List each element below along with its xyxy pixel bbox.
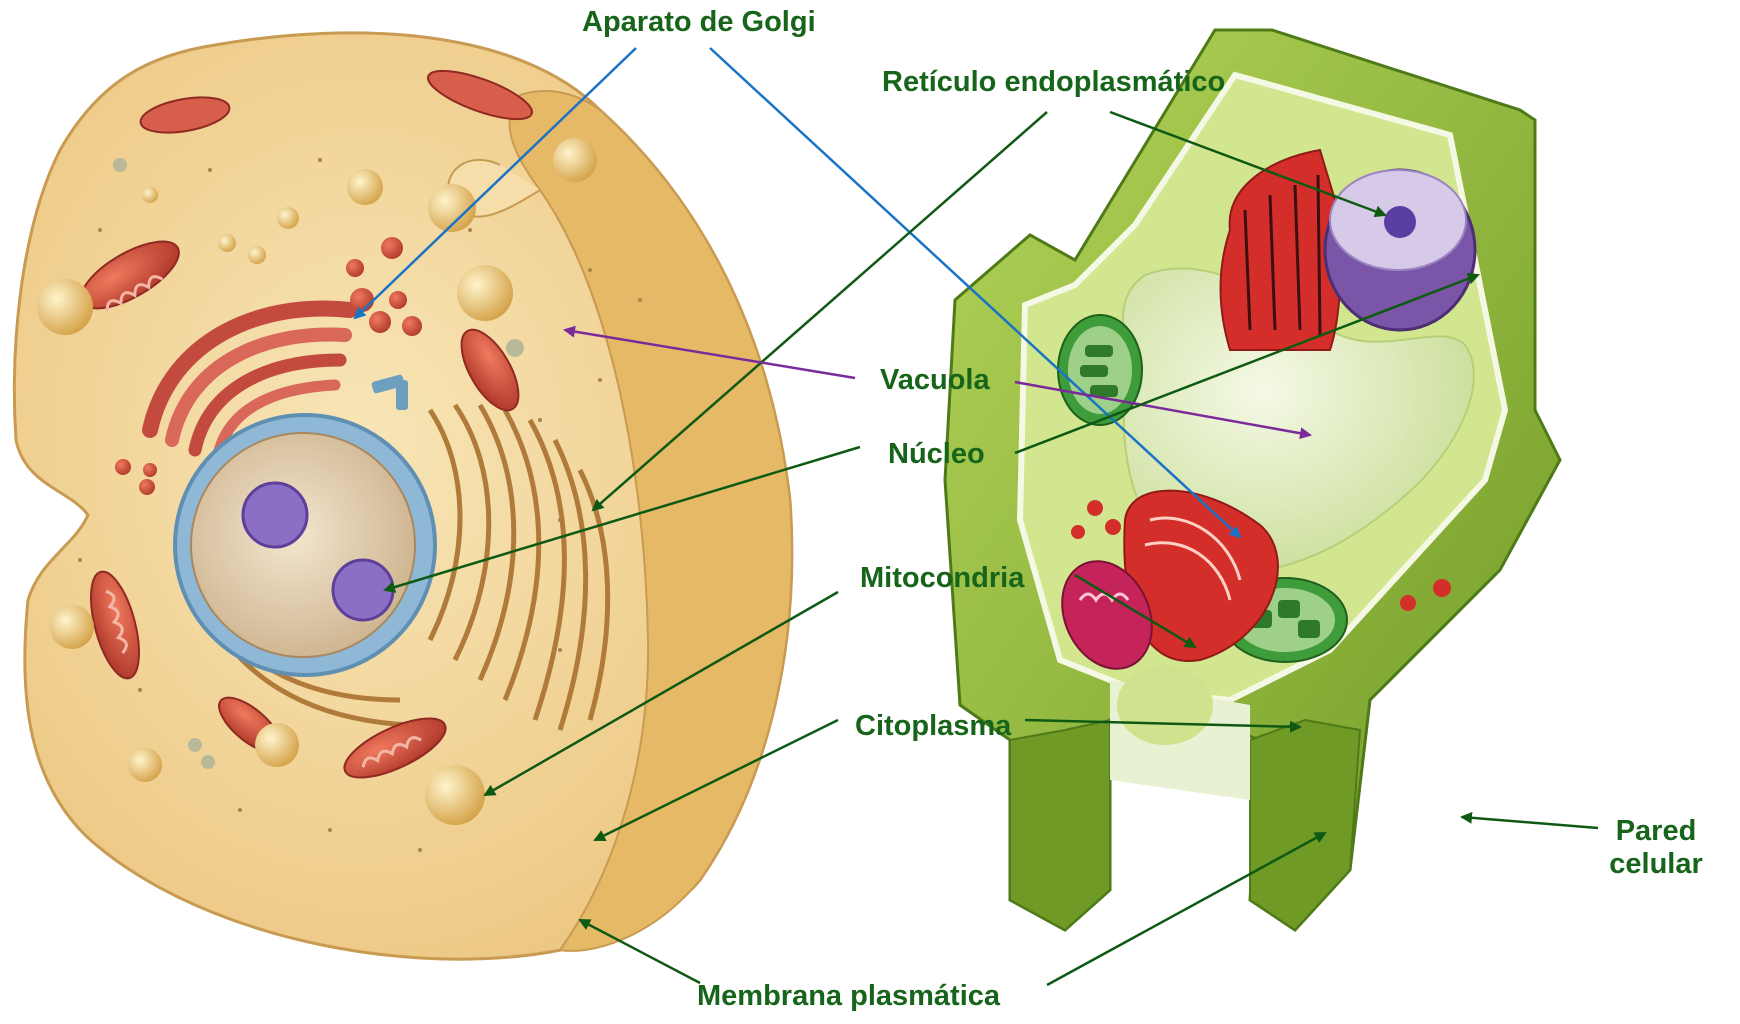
label-pared-line2: celular bbox=[1596, 848, 1716, 881]
animal-nucleus bbox=[175, 415, 435, 675]
label-nucleo: Núcleo bbox=[888, 438, 985, 471]
animal-cell bbox=[14, 33, 791, 959]
nucleolus bbox=[243, 483, 307, 547]
nucleolus bbox=[333, 560, 393, 620]
label-pared-line1: Pared bbox=[1596, 815, 1716, 848]
label-citoplasma: Citoplasma bbox=[855, 710, 1011, 743]
label-golgi: Aparato de Golgi bbox=[582, 6, 816, 39]
label-mitocondria: Mitocondria bbox=[860, 562, 1024, 595]
label-pared-celular: Pared celular bbox=[1596, 815, 1716, 882]
label-membrana: Membrana plasmática bbox=[697, 980, 1000, 1013]
arrow-pared bbox=[1462, 817, 1598, 828]
label-reticulo: Retículo endoplasmático bbox=[882, 66, 1225, 99]
label-vacuola: Vacuola bbox=[880, 364, 990, 397]
plant-nucleolus bbox=[1384, 206, 1416, 238]
